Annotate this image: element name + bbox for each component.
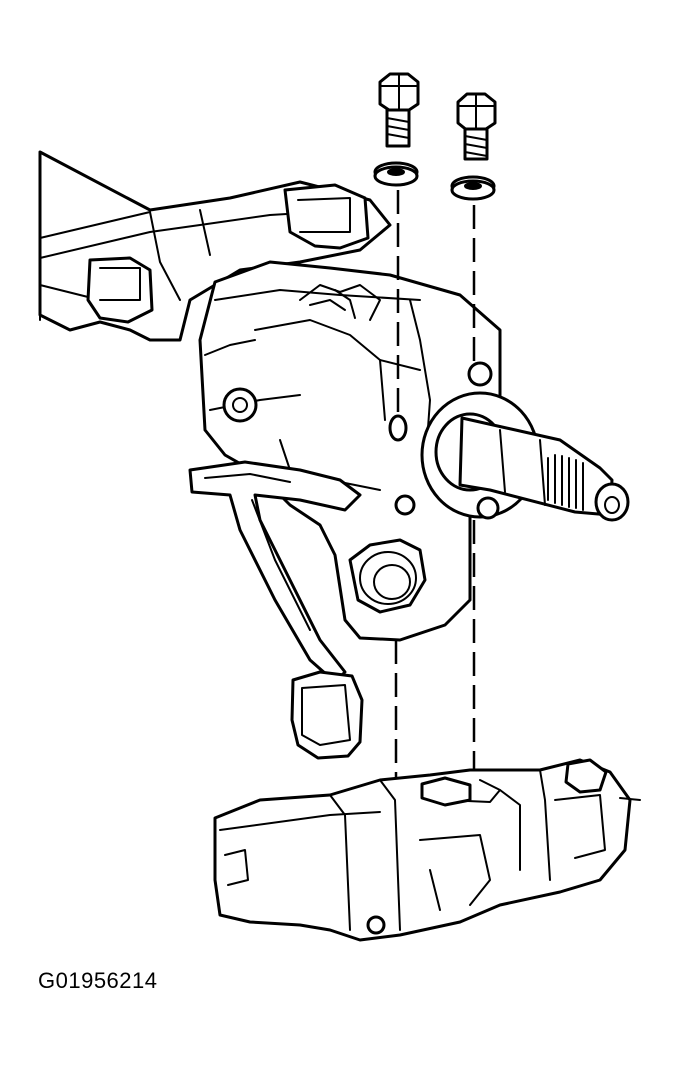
figure-code: G01956214: [38, 968, 158, 993]
bolt-left: [378, 72, 420, 148]
column-housing: [198, 260, 502, 642]
lower-lock-module: [213, 758, 632, 942]
steering-shaft: [394, 361, 630, 522]
bolt-right: [456, 92, 497, 161]
reference-line: [619, 797, 641, 801]
lock-cylinder-bore: [348, 538, 427, 614]
column-support-bracket: [38, 150, 392, 342]
washer-right: [450, 175, 496, 201]
washer-left: [373, 161, 419, 187]
tilt-lever: [188, 460, 364, 760]
alignment-lines: [394, 190, 476, 790]
